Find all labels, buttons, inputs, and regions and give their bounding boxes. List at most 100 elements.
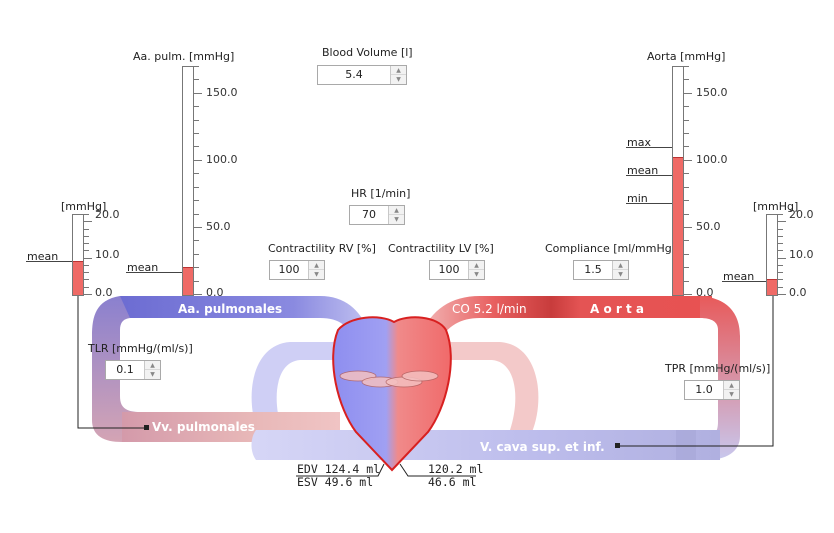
contractility-lv-decrement-button[interactable]: ▼ — [469, 270, 484, 279]
tpr-decrement-button[interactable]: ▼ — [724, 390, 739, 399]
rv-edv: EDV 124.4 ml — [297, 462, 381, 476]
pulm-artery-tick-mark — [194, 294, 202, 295]
aorta-tick-mark — [684, 254, 689, 255]
aorta-tick: 0.0 — [696, 286, 714, 299]
pulm-vein-tick: 20.0 — [95, 208, 120, 221]
vessel-label-aorta: A o r t a — [590, 302, 644, 316]
vena-cava-tick-mark — [778, 214, 783, 215]
contractility-lv-value[interactable]: 100 — [438, 263, 460, 276]
aorta-tick-mark — [684, 173, 689, 174]
tlr-increment-button[interactable]: ▲ — [145, 361, 160, 370]
aorta-tick-mark — [684, 79, 689, 80]
tpr-increment-button[interactable]: ▲ — [724, 381, 739, 390]
pulm-artery-tick-mark — [194, 160, 202, 161]
aorta-tick-mark — [684, 200, 689, 201]
rv-esv: ESV 49.6 ml — [297, 475, 374, 489]
compliance-value[interactable]: 1.5 — [584, 263, 602, 276]
pulm-artery-tick-mark — [194, 281, 199, 282]
blood-volume-increment-button[interactable]: ▲ — [391, 66, 406, 75]
hr-increment-button[interactable]: ▲ — [389, 206, 404, 215]
pulm-artery-tick-mark — [194, 173, 199, 174]
contractility-rv-spinner[interactable]: 100 ▲▼ — [269, 260, 325, 280]
pulm-artery-tick-mark — [194, 227, 202, 228]
aorta-tick-mark — [684, 267, 689, 268]
pulm-artery-tick-mark — [194, 200, 199, 201]
compliance-spinner[interactable]: 1.5 ▲▼ — [573, 260, 629, 280]
compliance-label: Compliance [ml/mmHg] — [545, 242, 676, 255]
tlr-spinner[interactable]: 0.1 ▲▼ — [105, 360, 161, 380]
aorta-tick-mark — [684, 146, 689, 147]
pulm-artery-tick-mark — [194, 66, 199, 67]
aorta-min-marker-line — [626, 203, 672, 204]
vena-cava-tick-mark — [778, 258, 786, 259]
tpr-spinner[interactable]: 1.0 ▲▼ — [684, 380, 740, 400]
vena-cava-gauge-title: [mmHg] — [753, 200, 799, 213]
contractility-lv-increment-button[interactable]: ▲ — [469, 261, 484, 270]
pulm-vein-tick-mark — [84, 250, 89, 251]
contractility-lv-spinner[interactable]: 100 ▲▼ — [429, 260, 485, 280]
pulm-vein-gauge — [72, 214, 84, 296]
blood-volume-value[interactable]: 5.4 — [345, 68, 363, 81]
vena-cava-gauge-fill — [767, 279, 777, 295]
pulm-vein-tick-mark — [84, 272, 89, 273]
blood-volume-decrement-button[interactable]: ▼ — [391, 75, 406, 84]
compliance-increment-button[interactable]: ▲ — [613, 261, 628, 270]
pulm-artery-mean-marker-line — [126, 272, 182, 273]
aorta-tick-mark — [684, 93, 692, 94]
aorta-tick-mark — [684, 160, 692, 161]
tlr-label: TLR [mmHg/(ml/s)] — [88, 342, 193, 355]
vessel-label-vv-pulmonales: Vv. pulmonales — [152, 420, 255, 434]
contractility-rv-label: Contractility RV [%] — [268, 242, 376, 255]
aorta-tick-mark — [684, 281, 689, 282]
tpr-value[interactable]: 1.0 — [695, 383, 713, 396]
vena-cava-mean-marker-line — [722, 281, 766, 282]
lv-edv: 120.2 ml — [428, 462, 484, 476]
hr-label: HR [1/min] — [351, 187, 411, 200]
pulm-artery-tick-mark — [194, 267, 199, 268]
aorta-tick-mark — [684, 66, 689, 67]
aorta-tick-mark — [684, 214, 689, 215]
aorta-mean-marker: mean — [627, 164, 659, 177]
blood-volume-spinner[interactable]: 5.4 ▲▼ — [317, 65, 407, 85]
pulm-artery-tick-mark — [194, 133, 199, 134]
pulm-artery-gauge-title: Aa. pulm. [mmHg] — [133, 50, 235, 63]
hr-value[interactable]: 70 — [362, 208, 376, 221]
pulm-vein-tick-mark — [84, 265, 89, 266]
contractility-lv-label: Contractility LV [%] — [388, 242, 494, 255]
pulm-vein-tick-mark — [84, 243, 89, 244]
aorta-tick-mark — [684, 240, 689, 241]
pulm-vein-mean-marker-line — [26, 261, 72, 262]
compliance-decrement-button[interactable]: ▼ — [613, 270, 628, 279]
aorta-tick-mark — [684, 106, 689, 107]
pulm-vein-tick-mark — [84, 279, 89, 280]
vessel-label-aa-pulmonales: Aa. pulmonales — [178, 302, 283, 316]
tlr-decrement-button[interactable]: ▼ — [145, 370, 160, 379]
vena-cava-gauge — [766, 214, 778, 296]
pulm-artery-tick: 150.0 — [206, 86, 238, 99]
hr-decrement-button[interactable]: ▼ — [389, 215, 404, 224]
vena-cava-tick-mark — [778, 250, 783, 251]
pulm-vein-tick-mark — [84, 221, 92, 222]
aorta-max-marker-line — [626, 147, 672, 148]
pulm-artery-tick: 50.0 — [206, 220, 231, 233]
contractility-rv-decrement-button[interactable]: ▼ — [309, 270, 324, 279]
hr-spinner[interactable]: 70 ▲▼ — [349, 205, 405, 225]
pulm-artery-tick-mark — [194, 106, 199, 107]
vena-cava-tick-mark — [778, 229, 783, 230]
contractility-rv-increment-button[interactable]: ▲ — [309, 261, 324, 270]
pulm-vein-tick-mark — [84, 236, 89, 237]
pulm-vein-gauge-title: [mmHg] — [61, 200, 107, 213]
pulm-vein-tick: 0.0 — [95, 286, 113, 299]
aorta-tick-mark — [684, 294, 692, 295]
pulm-artery-mean-marker: mean — [127, 261, 159, 274]
vena-cava-mean-marker: mean — [723, 270, 755, 283]
aorta-gauge-title: Aorta [mmHg] — [647, 50, 726, 63]
tpr-label: TPR [mmHg/(ml/s)] — [665, 362, 771, 375]
aorta-tick: 150.0 — [696, 86, 728, 99]
vena-cava-tick-mark — [778, 265, 783, 266]
tlr-value[interactable]: 0.1 — [116, 363, 134, 376]
contractility-rv-value[interactable]: 100 — [278, 263, 300, 276]
vena-cava-tick: 20.0 — [789, 208, 814, 221]
aorta-tick-mark — [684, 120, 689, 121]
